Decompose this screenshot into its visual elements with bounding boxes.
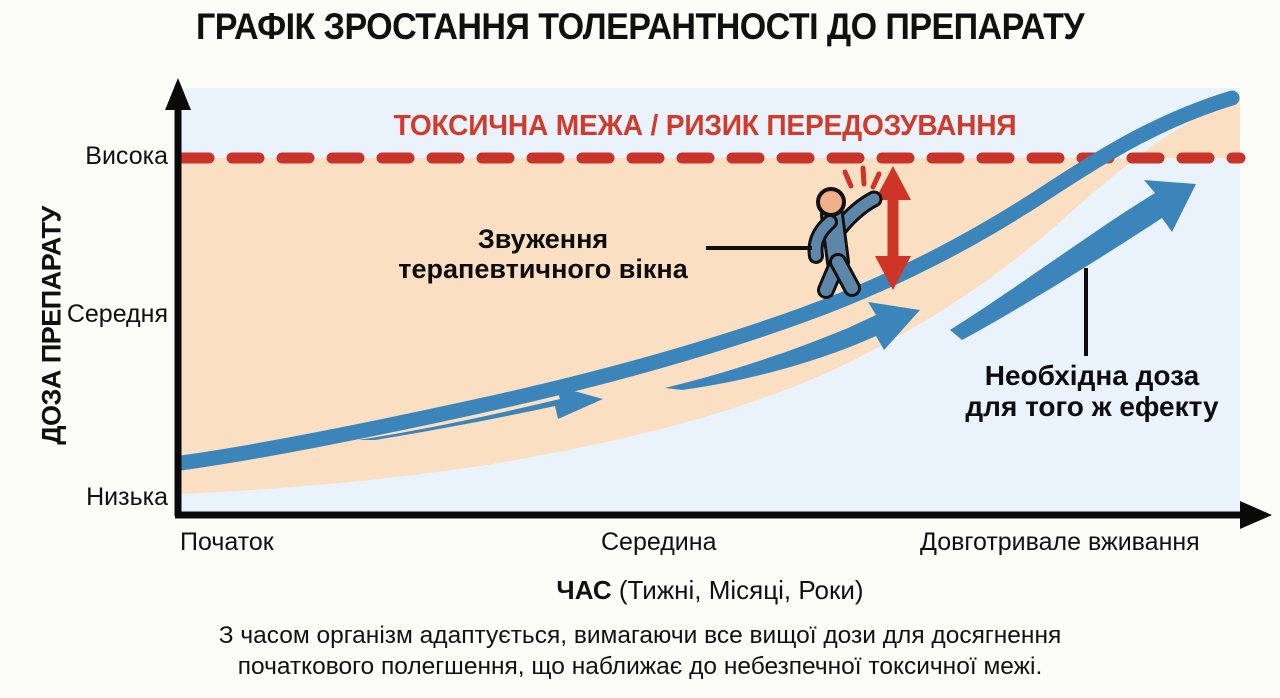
- curve-arrow-2: [665, 302, 920, 390]
- x-axis-arrowhead: [1240, 501, 1272, 529]
- caption: З часом організм адаптується, вимагаючи …: [90, 620, 1190, 683]
- page-title: ГРАФІК ЗРОСТАННЯ ТОЛЕРАНТНОСТІ ДО ПРЕПАР…: [196, 6, 1084, 47]
- x-axis-title-strong: ЧАС: [556, 575, 612, 605]
- y-tick-label-low: Низька: [86, 483, 168, 511]
- x-tick-label-middle: Середина: [601, 528, 717, 556]
- caption-line-2: початкового полегшення, що наближає до н…: [237, 653, 1043, 681]
- x-axis-title-rest: (Тижні, Місяці, Роки): [611, 575, 864, 605]
- required-dose-annotation-line1: Необхідна доза: [984, 360, 1200, 391]
- therapeutic-window-region: [179, 96, 1240, 494]
- y-axis-arrowhead: [165, 78, 191, 110]
- curve-arrow-3: [950, 180, 1196, 340]
- therapeutic-window-annotation: Звуження терапевтичного вікна: [378, 224, 708, 284]
- therapeutic-window-annotation-line2: терапевтичного вікна: [398, 254, 688, 285]
- y-axis-title: ДОЗА ПРЕПАРАТУ: [36, 206, 67, 445]
- tolerance-curve: [178, 90, 1240, 471]
- toxic-threshold-label: ТОКСИЧНА МЕЖА / РИЗИК ПЕРЕДОЗУВАННЯ: [393, 110, 1017, 142]
- y-tick-label-medium: Середня: [66, 300, 168, 328]
- person-head-icon: [816, 187, 846, 217]
- x-tick-label-longterm: Довготривале вживання: [920, 528, 1200, 556]
- y-tick-label-high: Висока: [85, 142, 168, 170]
- x-axis-title: ЧАС (Тижні, Місяці, Роки): [180, 575, 1240, 606]
- required-dose-annotation: Необхідна доза для того ж ефекту: [962, 360, 1222, 423]
- impact-lines-icon: [842, 165, 882, 190]
- dose-gap-arrow: [875, 166, 911, 290]
- therapeutic-window-annotation-line1: Звуження: [477, 224, 609, 254]
- person-figure-icon: [807, 165, 883, 299]
- caption-line-1: З часом організм адаптується, вимагаючи …: [218, 622, 1062, 649]
- x-tick-label-start: Початок: [180, 528, 274, 556]
- required-dose-annotation-line2: для того ж ефекту: [965, 391, 1219, 423]
